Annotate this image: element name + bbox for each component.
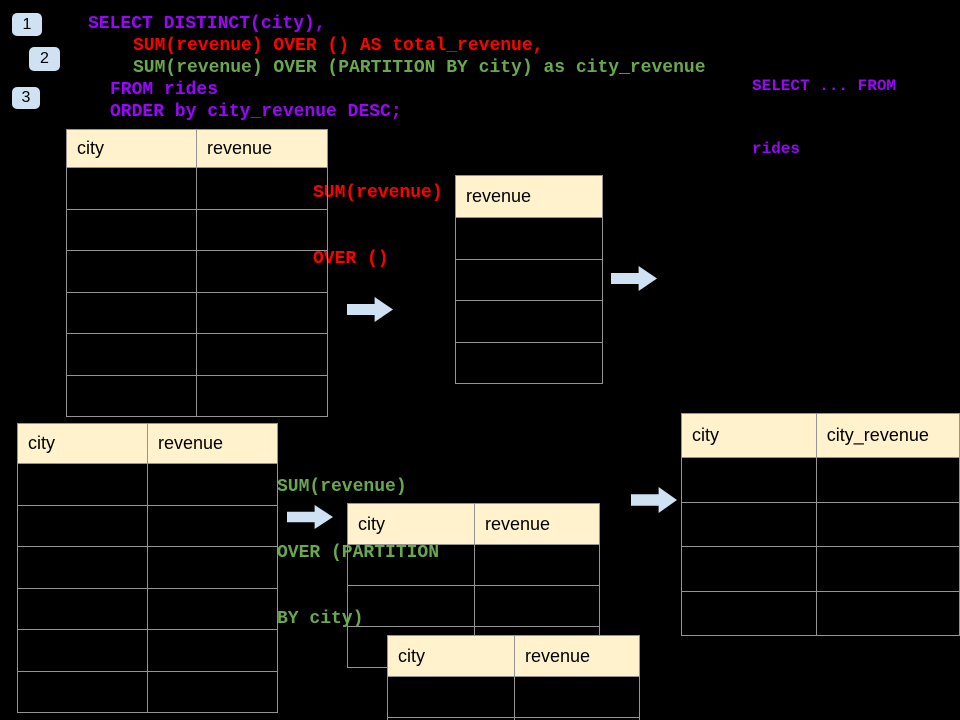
table-city-revenue-result: city city_revenue	[681, 413, 960, 636]
table-source-top: city revenue	[66, 129, 328, 417]
table-total-result: revenue	[455, 175, 603, 384]
table-source-bottom: city revenue	[17, 423, 278, 713]
flow-arrow-4-icon	[631, 487, 677, 513]
annotation-partition-line-1: SUM(revenue)	[277, 477, 407, 497]
table-row	[66, 333, 328, 376]
table-row	[455, 258, 603, 301]
step-badge-3: 3	[12, 87, 40, 109]
table-row	[681, 546, 960, 592]
step-badge-1: 1	[12, 13, 42, 36]
table-row	[17, 670, 278, 713]
table-row	[347, 544, 600, 586]
table-row	[455, 341, 603, 384]
table-partition-front: city revenue	[387, 635, 640, 720]
table-row	[66, 167, 328, 210]
table-source-top-header-city: city	[66, 129, 197, 168]
table-row	[681, 501, 960, 547]
side-note-select-from: SELECT ... FROM rides	[752, 34, 896, 202]
annotation-total-revenue: SUM(revenue) OVER ()	[313, 138, 443, 314]
table-row	[387, 717, 640, 720]
table-row	[455, 300, 603, 343]
sql-line-from: FROM rides	[110, 80, 219, 100]
table-row	[455, 217, 603, 260]
table-row	[681, 590, 960, 636]
table-partition-front-header-revenue: revenue	[514, 635, 640, 677]
table-row	[17, 463, 278, 506]
table-partition-front-header-city: city	[387, 635, 515, 677]
step-badge-2: 2	[29, 47, 60, 71]
table-row	[17, 587, 278, 630]
table-row	[66, 250, 328, 293]
table-partition-mid: city revenue	[347, 503, 600, 668]
table-city-revenue-result-header-city-revenue: city_revenue	[815, 413, 960, 458]
table-source-top-header-revenue: revenue	[196, 129, 328, 168]
table-row	[17, 629, 278, 672]
table-row	[347, 585, 600, 627]
table-total-result-header-revenue: revenue	[455, 175, 603, 218]
sql-line-sum-partition: SUM(revenue) OVER (PARTITION BY city) as…	[133, 58, 706, 78]
table-partition-mid-header-revenue: revenue	[474, 503, 600, 545]
side-note-line-1: SELECT ... FROM	[752, 77, 897, 95]
table-source-bottom-header-city: city	[17, 423, 148, 464]
table-partition-mid-header-city: city	[347, 503, 475, 545]
table-row	[17, 546, 278, 589]
table-source-bottom-header-revenue: revenue	[147, 423, 278, 464]
table-row	[17, 504, 278, 547]
sql-line-sum-total: SUM(revenue) OVER () AS total_revenue,	[133, 36, 544, 56]
table-row	[66, 374, 328, 417]
table-city-revenue-result-header-city: city	[681, 413, 817, 458]
side-note-line-2: rides	[752, 140, 801, 158]
table-row	[66, 291, 328, 334]
table-row	[66, 208, 328, 251]
annotation-total-line-2: OVER ()	[313, 249, 389, 269]
sql-line-order: ORDER by city_revenue DESC;	[110, 102, 402, 122]
sql-line-select: SELECT DISTINCT(city),	[88, 14, 326, 34]
table-row	[387, 676, 640, 718]
annotation-total-line-1: SUM(revenue)	[313, 183, 443, 203]
flow-arrow-2-icon	[611, 266, 657, 291]
table-row	[681, 457, 960, 503]
